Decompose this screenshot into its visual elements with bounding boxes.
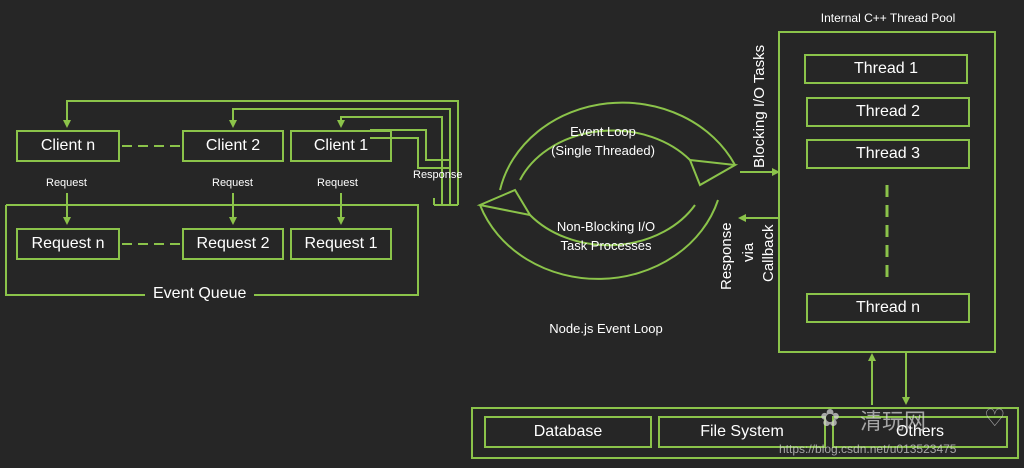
- watermark-url: https://blog.csdn.net/u013523475: [779, 442, 957, 456]
- request-2-box: Request 2: [182, 228, 284, 260]
- request-n-box: Request n: [16, 228, 120, 260]
- thread-pool-title: Internal C++ Thread Pool: [820, 11, 956, 25]
- client-2-label: Client 2: [205, 137, 261, 154]
- file-system-box: File System: [658, 416, 826, 448]
- thread-2-box: Thread 2: [806, 97, 970, 127]
- event-loop-arrowhead-bottom: [476, 188, 533, 217]
- thread-3-box: Thread 3: [806, 139, 970, 169]
- non-blocking-label: Non-Blocking I/O Task Processes: [540, 217, 672, 255]
- event-loop-arc-top-inner: [519, 129, 691, 181]
- non-blocking-line1: Non-Blocking I/O: [556, 219, 656, 234]
- event-loop-caption: Node.js Event Loop: [549, 321, 663, 336]
- response-label: Response: [413, 169, 463, 181]
- callback-via-label: via: [740, 242, 757, 262]
- response-line-a: [370, 129, 450, 161]
- callback-callback-label: Callback: [760, 224, 777, 282]
- thread-2-label: Thread 2: [855, 103, 921, 120]
- client-2-box: Client 2: [182, 130, 284, 162]
- client-n-label: Client n: [40, 137, 96, 154]
- resources-frame: [471, 407, 1019, 459]
- response-line-b: [370, 137, 450, 169]
- database-label: Database: [533, 423, 603, 440]
- others-box: Others: [832, 416, 1008, 448]
- thread-pool-frame: [778, 31, 996, 353]
- response-line-client-n: [63, 100, 459, 205]
- event-loop-arc-top-outer: [499, 101, 736, 191]
- blocking-tasks-label: Blocking I/O Tasks: [751, 44, 768, 168]
- thread-1-label: Thread 1: [853, 60, 919, 77]
- file-system-label: File System: [700, 423, 784, 440]
- event-loop-arc-bottom-outer: [479, 199, 719, 280]
- thread-n-box: Thread n: [806, 293, 970, 323]
- request-label-n: Request: [46, 177, 87, 189]
- thread-3-label: Thread 3: [855, 145, 921, 162]
- client-1-box: Client 1: [290, 130, 392, 162]
- others-label: Others: [895, 423, 944, 440]
- callback-response-label: Response: [718, 222, 735, 290]
- response-line-client-2: [229, 108, 451, 205]
- request-2-label: Request 2: [196, 235, 270, 252]
- client-n-box: Client n: [16, 130, 120, 162]
- event-queue-label: Event Queue: [145, 285, 255, 303]
- request-n-label: Request n: [31, 235, 105, 252]
- database-box: Database: [484, 416, 652, 448]
- event-loop-title-line1: Event Loop: [570, 124, 636, 139]
- request-label-1: Request: [317, 177, 358, 189]
- watermark-flower-icon: ✿: [820, 405, 841, 432]
- watermark-heart-icon: ♡: [984, 405, 1006, 432]
- watermark-brand: 清玩网: [860, 409, 927, 434]
- event-loop-title: Event Loop (Single Threaded): [540, 122, 666, 160]
- event-loop-arc-bottom-inner: [529, 204, 696, 247]
- client-1-label: Client 1: [313, 137, 369, 154]
- request-1-label: Request 1: [304, 235, 378, 252]
- thread-1-box: Thread 1: [804, 54, 968, 84]
- request-1-box: Request 1: [290, 228, 392, 260]
- thread-n-label: Thread n: [855, 299, 921, 316]
- request-label-2: Request: [212, 177, 253, 189]
- event-loop-arrowhead-top: [688, 158, 739, 187]
- non-blocking-line2: Task Processes: [560, 238, 652, 253]
- event-queue-frame: [5, 204, 419, 296]
- event-loop-title-line2: (Single Threaded): [551, 143, 655, 158]
